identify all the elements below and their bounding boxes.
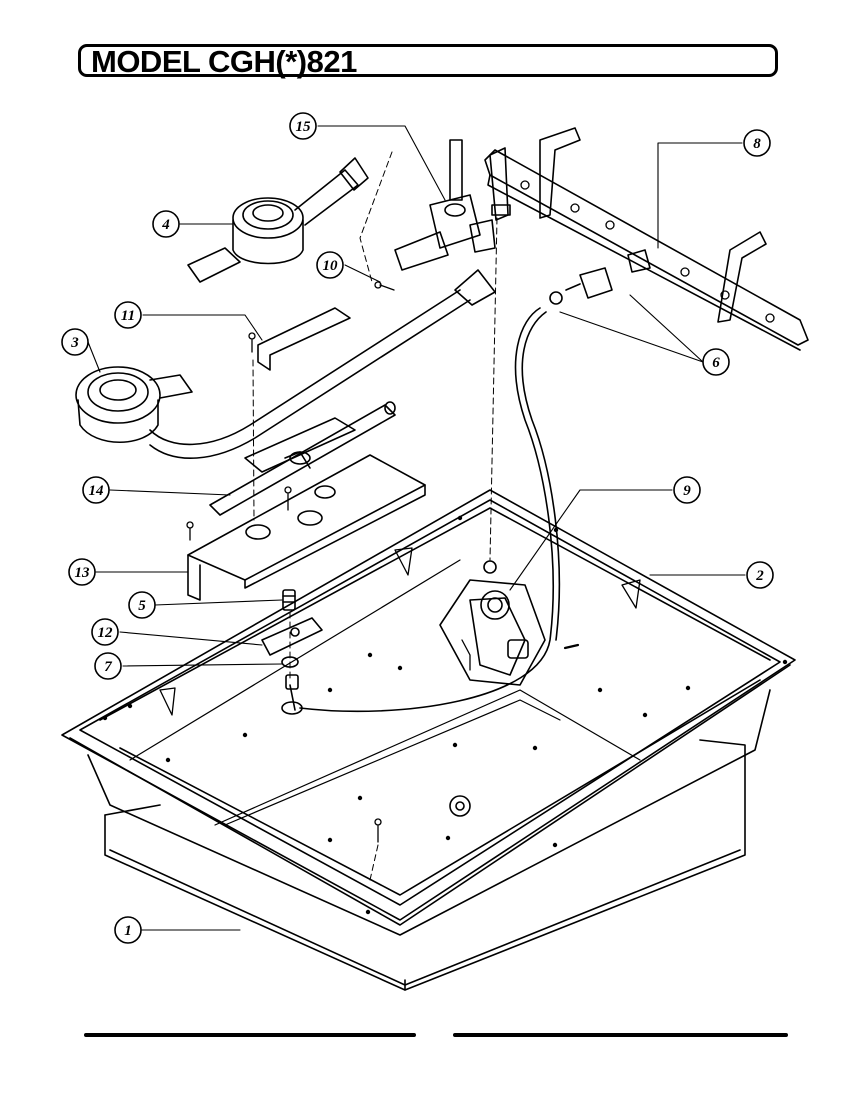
callout-5-label: 5: [138, 598, 146, 614]
orifice-fittings: [549, 249, 651, 305]
burner-support: [187, 454, 426, 601]
callout-9-label: 9: [683, 483, 691, 499]
callout-3-label: 3: [70, 335, 79, 351]
callout-6-label: 6: [712, 355, 720, 371]
callout-15-label: 15: [296, 119, 312, 135]
base-pan: [104, 739, 746, 991]
callout-7: 7: [94, 652, 122, 680]
callout-3: 3: [61, 328, 89, 356]
callout-4-label: 4: [161, 217, 170, 233]
callout-7-label: 7: [104, 659, 112, 675]
ignitor-tube: [209, 401, 396, 516]
manifold-pipe: [484, 127, 809, 351]
gas-regulator: [439, 579, 546, 686]
callouts: 15 4 10 8 11 3 6 14 9 13 2 5 12 7 1: [61, 112, 774, 944]
burner-3: [75, 269, 496, 460]
callout-12: 12: [91, 618, 119, 646]
callout-9: 9: [673, 476, 701, 504]
callout-10: 10: [316, 251, 344, 279]
callout-4: 4: [152, 210, 180, 238]
callout-2-label: 2: [755, 568, 764, 584]
callout-11: 11: [114, 301, 142, 329]
callout-13: 13: [68, 558, 96, 586]
callout-5: 5: [128, 591, 156, 619]
burner-4: [187, 157, 369, 283]
alignment-lines: [252, 151, 498, 881]
mounting-plate: [261, 617, 323, 656]
callout-13-label: 13: [75, 565, 91, 581]
callout-10-label: 10: [323, 258, 339, 274]
callout-12-label: 12: [98, 625, 114, 641]
screws: [186, 281, 395, 843]
callout-8: 8: [743, 129, 771, 157]
heat-shield: [257, 307, 351, 371]
burner-valve: [394, 139, 496, 271]
callout-1: 1: [114, 916, 142, 944]
callout-8-label: 8: [753, 136, 761, 152]
callout-14: 14: [82, 476, 110, 504]
burner-box: [61, 489, 796, 936]
callout-leaders: [87, 125, 746, 931]
callout-1-label: 1: [124, 923, 132, 939]
callout-15: 15: [289, 112, 317, 140]
callout-11-label: 11: [121, 308, 135, 324]
callout-2: 2: [746, 561, 774, 589]
gas-tube: [281, 307, 561, 715]
model-title: MODEL CGH(*)821: [91, 44, 357, 79]
model-title-box: MODEL CGH(*)821: [78, 44, 778, 79]
callout-6: 6: [702, 348, 730, 376]
ignitor-bracket: [244, 417, 356, 473]
spacer: [282, 589, 296, 611]
callout-14-label: 14: [89, 483, 105, 499]
